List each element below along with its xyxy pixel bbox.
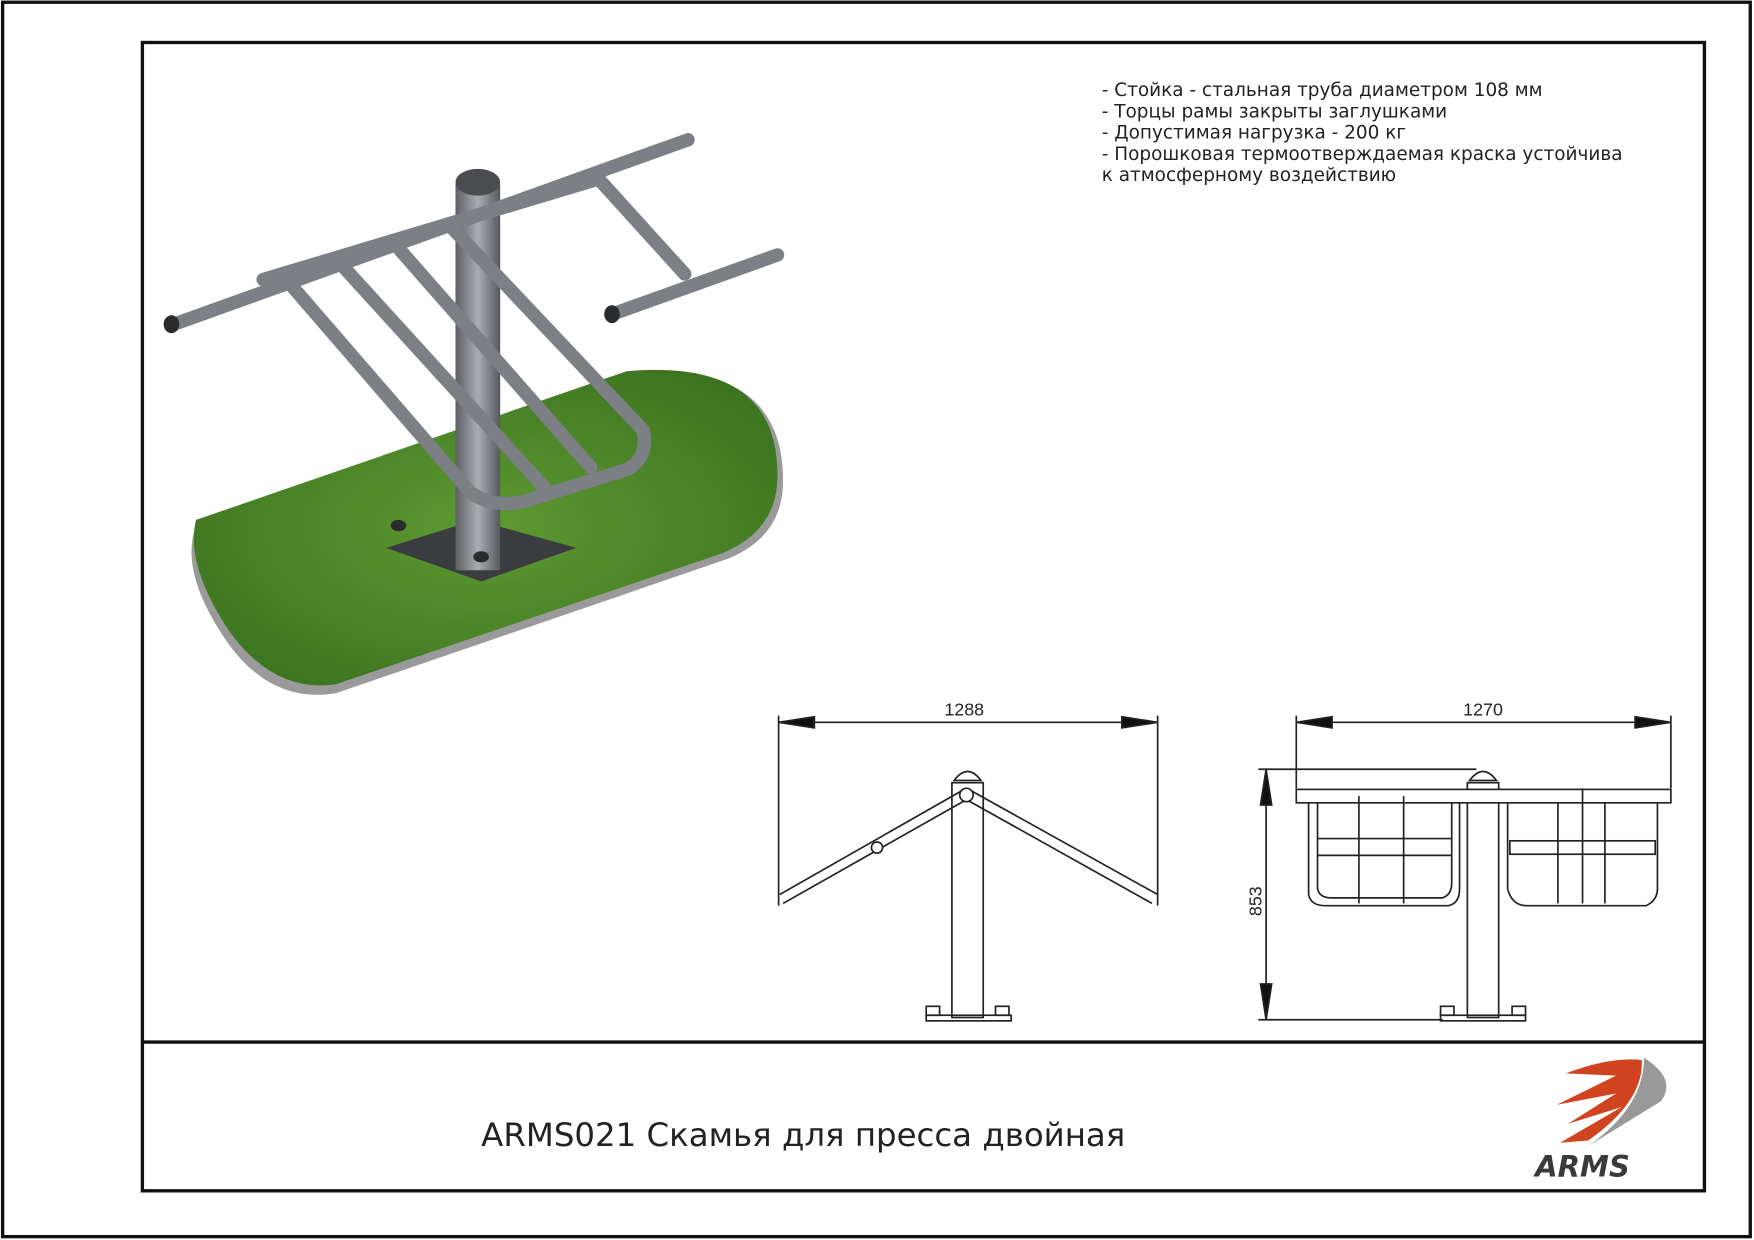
dimension-side-width: 1288 — [944, 700, 984, 720]
spec-line: - Порошковая термоотверждаемая краска ус… — [1102, 144, 1623, 165]
spec-line: - Допустимая нагрузка - 200 кг — [1102, 123, 1406, 144]
drawing-title: ARMS021 Скамья для пресса двойная — [481, 1116, 1125, 1154]
inner-frame — [140, 40, 1707, 1193]
front-view — [1258, 715, 1672, 1022]
spec-line: к атмосферному воздействию — [1102, 165, 1396, 186]
arms-logo: ARMS — [1533, 1057, 1667, 1183]
dimension-height: 853 — [1246, 886, 1266, 916]
spec-list: - Стойка - стальная труба диаметром 108 … — [1102, 80, 1623, 186]
dimension-front-width: 1270 — [1463, 700, 1503, 720]
logo-text: ARMS — [1533, 1149, 1630, 1183]
product-render — [163, 133, 785, 695]
spec-line: - Стойка - стальная труба диаметром 108 … — [1102, 80, 1543, 101]
spec-line: - Торцы рамы закрыты заглушками — [1102, 101, 1447, 122]
side-view — [777, 715, 1159, 1022]
